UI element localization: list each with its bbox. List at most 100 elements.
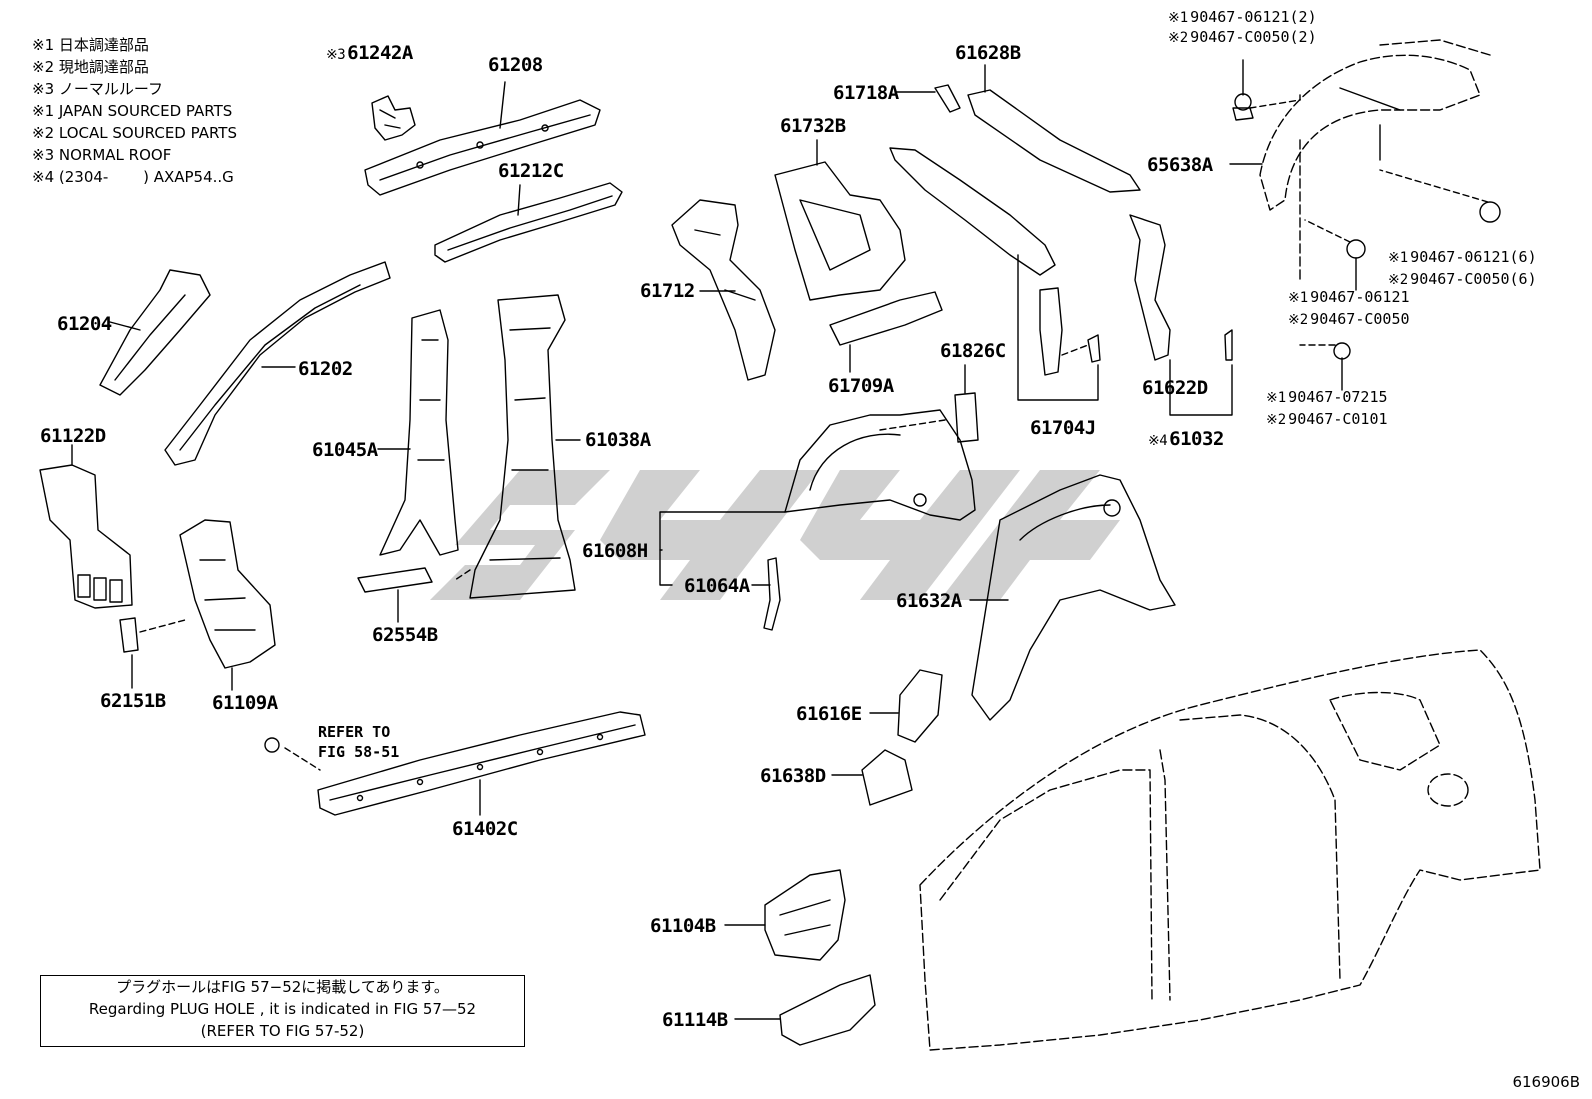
- note-line-6: ※3 NORMAL ROOF: [32, 146, 172, 164]
- part-number: 90467-C0050: [1310, 310, 1410, 328]
- part-61208-drawing: [364, 81, 601, 196]
- part-label-61402C[interactable]: 61402C: [452, 818, 518, 840]
- part-label-61208[interactable]: 61208: [488, 54, 543, 76]
- part-label-61104B[interactable]: 61104B: [650, 915, 716, 937]
- part-61638D-drawing: [831, 749, 913, 806]
- part-number: 90467-C0101: [1288, 410, 1388, 428]
- part-61104B-drawing: [724, 869, 846, 961]
- part-61632A-drawing: [969, 474, 1176, 721]
- part-label-61628B[interactable]: 61628B: [955, 42, 1021, 64]
- part-61628B-drawing: [967, 64, 1141, 193]
- part-61709A-drawing: [829, 291, 943, 373]
- note-line-7: ※4 (2304- ) AXAP54..G: [32, 168, 234, 186]
- part-62151B-drawing: [119, 617, 186, 689]
- part-label-61622D[interactable]: 61622D: [1142, 377, 1208, 399]
- part-61202-drawing: [164, 261, 391, 466]
- part-label-61616E[interactable]: 61616E: [796, 703, 862, 725]
- part-label-61122D[interactable]: 61122D: [40, 425, 106, 447]
- part-number: 61242A: [347, 42, 413, 64]
- part-label-61632A[interactable]: 61632A: [896, 590, 962, 612]
- note-mark: ※2: [1288, 312, 1309, 328]
- part-61704J-drawing: [889, 147, 1101, 401]
- part-label-61114B[interactable]: 61114B: [662, 1009, 728, 1031]
- part-61242A-drawing: [371, 95, 416, 141]
- note-line-3: ※3 ノーマルルーフ: [32, 80, 163, 98]
- watermark-logo: [430, 470, 1120, 600]
- part-61718A-drawing: [894, 84, 961, 113]
- part-label-61202[interactable]: 61202: [298, 358, 353, 380]
- part-label-61045A[interactable]: 61045A: [312, 439, 378, 461]
- part-label-61732B[interactable]: 61732B: [780, 115, 846, 137]
- note-mark: ※3: [326, 47, 346, 63]
- note-mark: ※2: [1266, 412, 1287, 428]
- part-65638A-drawing: [1229, 39, 1491, 211]
- refer-line-1: REFER TO: [318, 723, 391, 741]
- part-label-61638D[interactable]: 61638D: [760, 765, 826, 787]
- part-61826C-drawing: [954, 364, 979, 443]
- part-number: 90467-06121: [1310, 288, 1410, 306]
- part-label-61718A[interactable]: 61718A: [833, 82, 899, 104]
- figure-code: 616906B: [1512, 1073, 1580, 1091]
- plug-note-japanese: プラグホールはFIG 57−52に掲載してあります。: [116, 978, 449, 996]
- part-label-65638A[interactable]: 65638A: [1147, 154, 1213, 176]
- note-line-1: ※1 日本調達部品: [32, 36, 149, 54]
- body-side-outer-drawing: [919, 649, 1541, 1051]
- note-line-5: ※2 LOCAL SOURCED PARTS: [32, 124, 237, 142]
- part-label-62151B[interactable]: 62151B: [100, 690, 166, 712]
- part-61064A-drawing: [751, 557, 781, 631]
- part-label-61608H[interactable]: 61608H: [582, 540, 648, 562]
- note-mark: ※1: [1266, 390, 1287, 406]
- part-number: 90467-C0050(6): [1410, 270, 1537, 288]
- refer-figure-note[interactable]: REFER TO FIG 58-51: [318, 722, 399, 762]
- part-label-61204[interactable]: 61204: [57, 313, 112, 335]
- part-61732B-drawing: [774, 139, 906, 301]
- part-61038A-drawing: [454, 294, 581, 599]
- note-mark: ※1: [1168, 10, 1189, 26]
- part-number: 90467-06121(2): [1190, 8, 1317, 26]
- part-61608H-drawing: [659, 409, 976, 586]
- part-61212C-drawing: [434, 182, 623, 263]
- refer-line-2: FIG 58-51: [318, 743, 400, 761]
- note-line-2: ※2 現地調達部品: [32, 58, 149, 76]
- note-mark: ※2: [1168, 30, 1189, 46]
- plug-note-reference: (REFER TO FIG 57-52): [200, 1022, 365, 1040]
- part-label-61704J[interactable]: 61704J: [1030, 417, 1096, 439]
- part-number: 90467-C0050(2): [1190, 28, 1317, 46]
- part-number: 90467-06121(6): [1410, 248, 1537, 266]
- part-61712-drawing: [671, 199, 776, 381]
- part-61109A-drawing: [179, 519, 276, 691]
- part-62554B-drawing: [357, 567, 433, 623]
- part-number: 90467-07215: [1288, 388, 1388, 406]
- part-61122D-drawing: [39, 444, 133, 609]
- part-label-61038A[interactable]: 61038A: [585, 429, 651, 451]
- note-line-4: ※1 JAPAN SOURCED PARTS: [32, 102, 233, 120]
- part-61616E-drawing: [869, 669, 943, 743]
- part-label-62554B[interactable]: 62554B: [372, 624, 438, 646]
- part-label-61109A[interactable]: 61109A: [212, 692, 278, 714]
- part-label-61064A[interactable]: 61064A: [684, 575, 750, 597]
- note-mark: ※4: [1148, 433, 1168, 449]
- note-mark: ※1: [1288, 290, 1309, 306]
- part-label-61709A[interactable]: 61709A: [828, 375, 894, 397]
- part-61114B-drawing: [734, 974, 876, 1046]
- note-mark: ※2: [1388, 272, 1409, 288]
- fastener-clips-drawing: [1232, 59, 1501, 391]
- part-label-61212C[interactable]: 61212C: [498, 160, 564, 182]
- part-label-61826C[interactable]: 61826C: [940, 340, 1006, 362]
- note-mark: ※1: [1388, 250, 1409, 266]
- part-label-61712[interactable]: 61712: [640, 280, 695, 302]
- part-61402C-drawing: [264, 711, 646, 816]
- part-number: 61032: [1169, 428, 1224, 450]
- part-61204-drawing: [99, 269, 211, 396]
